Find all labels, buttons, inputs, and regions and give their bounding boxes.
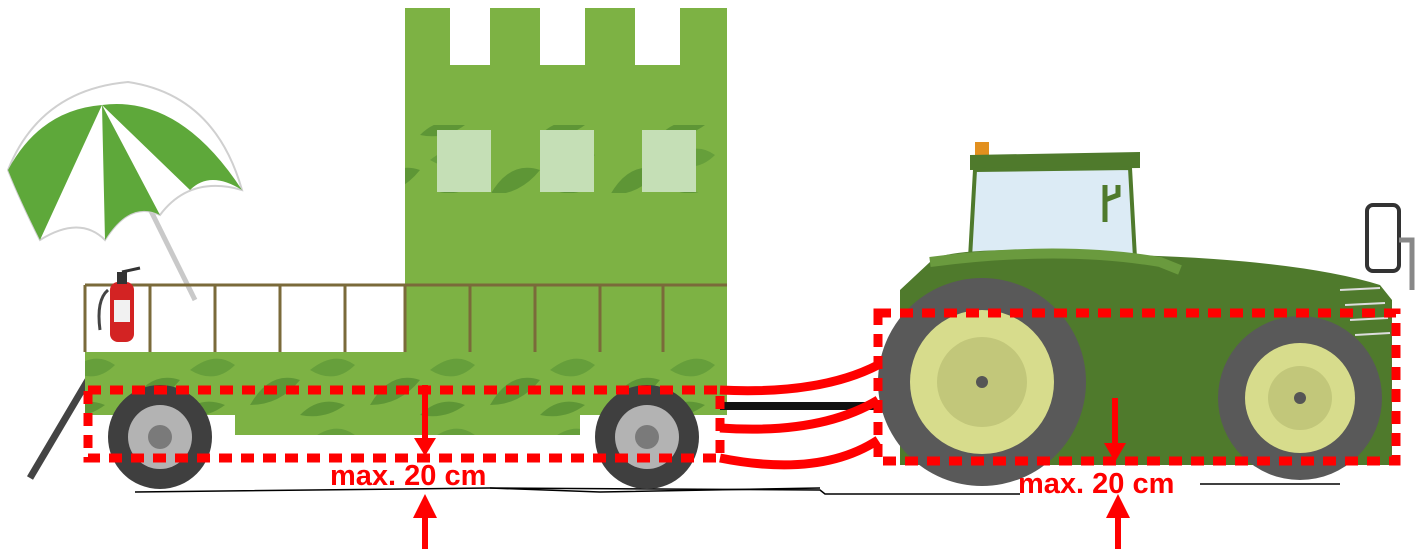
- fire-extinguisher-icon: [99, 268, 140, 342]
- tractor-clearance-label: max. 20 cm: [1018, 470, 1174, 499]
- hitch-connector-lines: [720, 365, 878, 465]
- umbrella-icon: [8, 82, 242, 300]
- up-arrow-icon: [1106, 494, 1130, 549]
- trailer-wheel-front: [595, 385, 699, 489]
- up-arrow-icon: [413, 494, 437, 549]
- castle-tower: [405, 8, 727, 352]
- trailer-support-leg: [30, 380, 88, 478]
- trailer-clearance-label: max. 20 cm: [330, 462, 486, 491]
- tractor-front-wheel: [1218, 316, 1382, 480]
- trailer-wheel-rear: [108, 385, 212, 489]
